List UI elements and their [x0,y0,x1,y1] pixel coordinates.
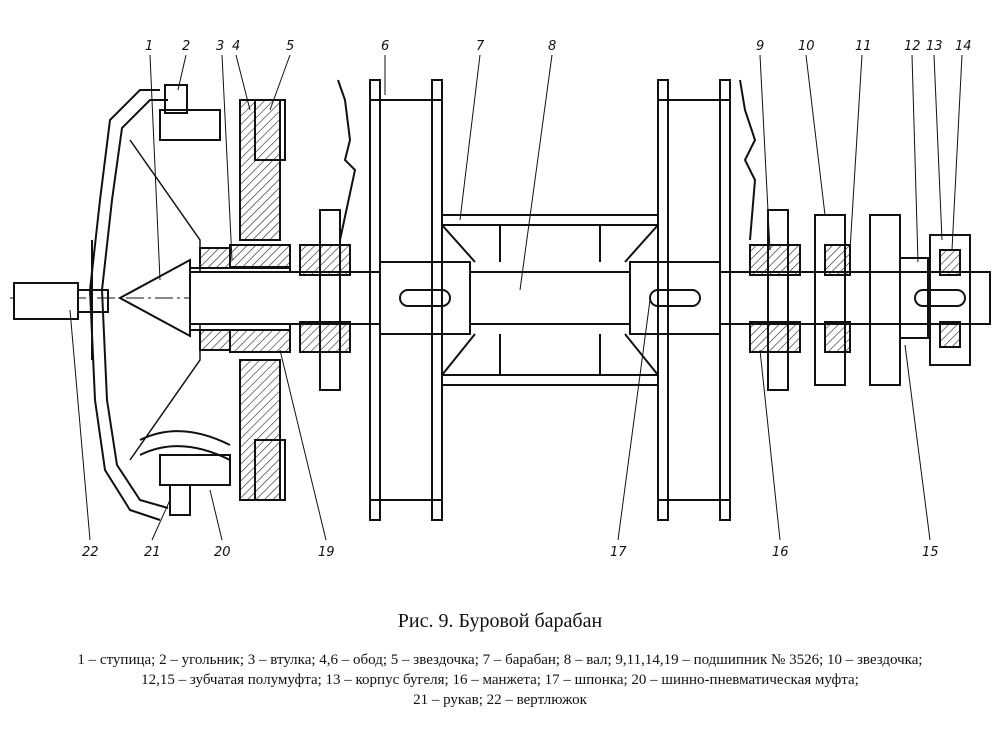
drum-rim-right [657,79,731,521]
callout-7: 7 [476,39,485,54]
coupling [899,234,971,366]
callout-21: 21 [144,545,161,560]
callout-1: 1 [145,39,153,54]
brake-lever-right [739,79,757,241]
figure-caption: Рис. 9. Буровой барабан [397,610,603,632]
callout-20: 20 [214,545,231,560]
legend-line: 12,15 – зубчатая полумуфта; 13 – корпус … [141,672,859,688]
figure-legend: 1 – ступица; 2 – угольник; 3 – втулка; 4… [0,650,1000,710]
legend-line: 21 – рукав; 22 – вертлюжок [413,692,587,708]
sprocket-right [814,214,901,386]
callout-10: 10 [798,39,815,54]
callout-8: 8 [548,39,556,54]
callout-22: 22 [82,545,99,560]
callout-4: 4 [232,39,240,54]
leader-lines [69,54,963,541]
callout-9: 9 [756,39,764,54]
callout-13: 13 [926,39,943,54]
callout-11: 11 [855,39,872,54]
sprocket-left [254,99,286,501]
callout-2: 2 [182,39,190,54]
callout-5: 5 [286,39,294,54]
brake-lever-left [337,79,357,241]
callout-14: 14 [955,39,972,54]
callout-17: 17 [610,545,627,560]
drum [441,214,659,386]
callout-16: 16 [772,545,789,560]
clutch-housing [88,84,231,521]
shaft [189,261,991,335]
callout-numbers: 1 2 3 4 5 6 7 8 9 10 11 12 13 14 22 21 2… [82,39,972,560]
callout-12: 12 [904,39,921,54]
hub [117,99,291,501]
callout-6: 6 [381,39,389,54]
drilling-drum-drawing: 1 2 3 4 5 6 7 8 9 10 11 12 13 14 22 21 2… [10,39,991,560]
bearing-right [749,209,801,391]
bearing-left [299,209,351,391]
callout-19: 19 [318,545,335,560]
legend-line: 1 – ступица; 2 – угольник; 3 – втулка; 4… [77,652,923,668]
callout-15: 15 [922,545,939,560]
swivel-part [13,240,109,360]
callout-3: 3 [216,39,224,54]
drum-rim-left [369,79,443,521]
